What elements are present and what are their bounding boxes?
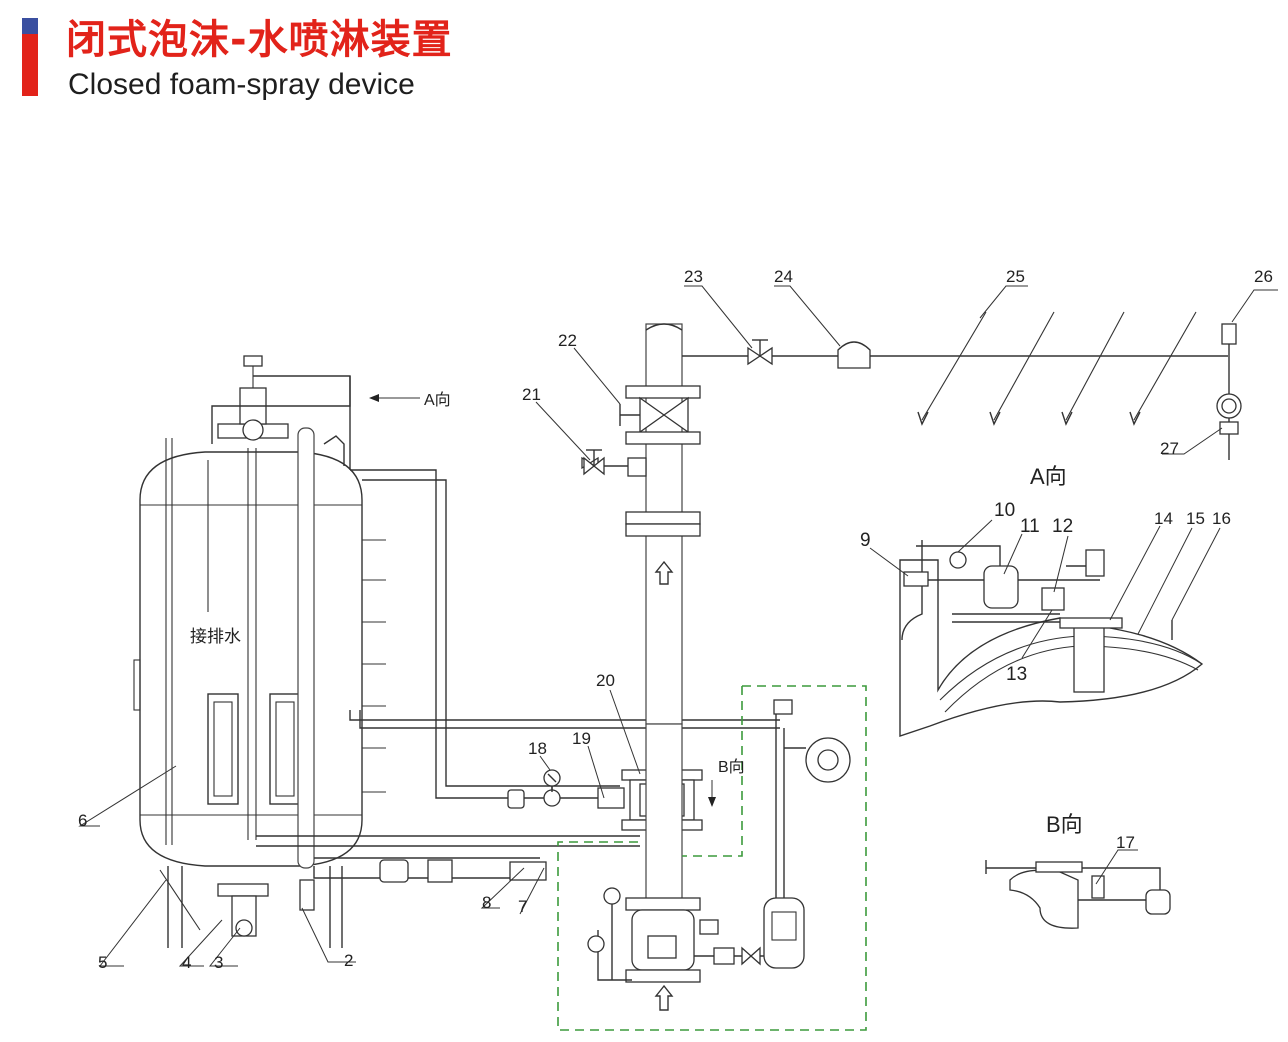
page-title: 闭式泡沫-水喷淋装置 <box>66 17 453 63</box>
callout-17: 17 <box>1116 833 1135 852</box>
page-subtitle: Closed foam-spray device <box>68 68 415 101</box>
accent-bar-bottom <box>22 34 38 96</box>
main-riser <box>581 323 746 871</box>
callout-5: 5 <box>98 953 107 972</box>
callout-8: 8 <box>482 893 491 912</box>
callout-22: 22 <box>558 331 577 350</box>
callout-20: 20 <box>596 671 615 690</box>
tank-drain-label: 接排水 <box>190 627 241 646</box>
callout-11: 11 <box>1020 516 1040 537</box>
connecting-pipes <box>256 469 780 883</box>
callout-15: 15 <box>1186 509 1205 528</box>
callout-16: 16 <box>1212 509 1231 528</box>
callout-27: 27 <box>1160 439 1179 458</box>
view-b-title: B向 <box>1046 812 1083 837</box>
callout-2: 2 <box>344 951 353 970</box>
view-a-detail <box>899 540 1204 737</box>
callout-23: 23 <box>684 267 703 286</box>
callout-4: 4 <box>182 953 191 972</box>
callout-12: 12 <box>1052 516 1073 537</box>
callout-9: 9 <box>860 530 871 551</box>
view-b-detail <box>985 860 1171 929</box>
accent-bar-top <box>22 18 38 34</box>
callout-10: 10 <box>994 500 1015 521</box>
accent-bar <box>22 18 38 96</box>
header: 闭式泡沫-水喷淋装置 Closed foam-spray device <box>0 0 1288 110</box>
callout-14: 14 <box>1154 509 1173 528</box>
alarm-valve-group <box>587 699 851 1011</box>
view-b-arrow-label: B向 <box>718 758 745 776</box>
callout-7: 7 <box>518 897 527 916</box>
b-view-zone <box>557 685 867 1031</box>
foam-tank <box>133 355 540 948</box>
callout-6: 6 <box>78 811 87 830</box>
callout-13: 13 <box>1006 664 1027 685</box>
callouts: 2 3 4 5 6 7 8 9 10 11 12 13 14 15 16 17 … <box>78 267 1278 972</box>
view-a-title: A向 <box>1030 464 1067 489</box>
spray-line <box>746 311 1242 460</box>
callout-19: 19 <box>572 729 591 748</box>
callout-3: 3 <box>214 953 223 972</box>
callout-25: 25 <box>1006 267 1025 286</box>
callout-24: 24 <box>774 267 793 286</box>
callout-21: 21 <box>522 385 541 404</box>
callout-18: 18 <box>528 739 547 758</box>
callout-26: 26 <box>1254 267 1273 286</box>
view-a-arrow-label: A向 <box>424 391 451 409</box>
